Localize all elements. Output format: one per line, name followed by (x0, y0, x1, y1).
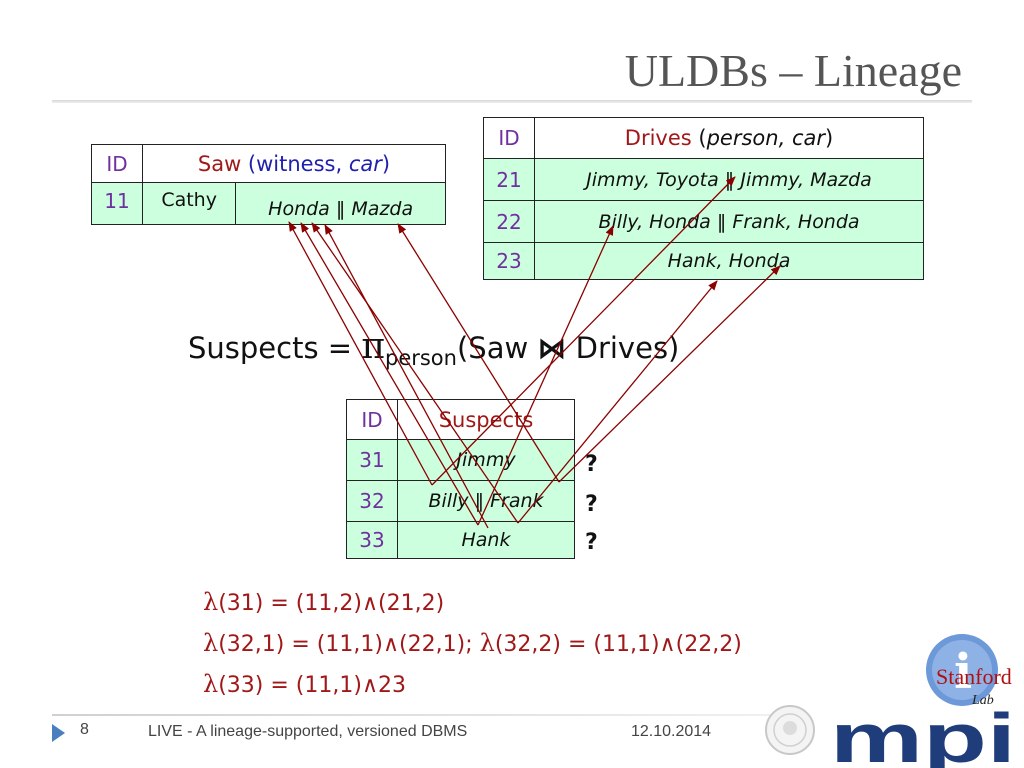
lineage-arrow (558, 265, 781, 483)
saw-row-id: 11 (91, 182, 143, 225)
lineage-line-1: λ(31) = (11,2)∧(21,2) (203, 588, 445, 616)
saw-car-cell: Honda ‖ Mazda (235, 182, 446, 225)
footer-date: 12.10.2014 (631, 723, 712, 740)
drives-attr-person: person, (706, 126, 786, 150)
lambda-symbol: λ (203, 670, 219, 698)
lineage-line-3: λ(33) = (11,1)∧23 (203, 670, 407, 698)
suspects-row-value: Billy ‖ Frank (397, 480, 575, 522)
logo-stanford-text: Stanford (936, 664, 1012, 689)
slide-title: ULDBs – Lineage (624, 45, 962, 96)
suspects-table: ID Suspects 31 Jimmy 32 Billy ‖ Frank 33… (346, 399, 575, 559)
lineage-arrow (324, 224, 489, 529)
drives-row-id: 22 (483, 200, 535, 243)
saw-table: ID Saw (witness, car) 11 Cathy Honda ‖ M… (91, 144, 446, 225)
mpi-logo-text: mpi (830, 708, 1016, 768)
saw-id-header: ID (91, 144, 143, 183)
lineage-arrow (477, 225, 614, 526)
lambda-symbol: λ (203, 588, 219, 616)
drives-id-header: ID (483, 117, 535, 159)
saw-witness-cell: Cathy (141, 182, 237, 225)
question-mark: ? (585, 492, 598, 517)
suspects-formula: Suspects = πperson(Saw ⋈ Drives) (188, 326, 680, 370)
footer-title: LIVE - A lineage-supported, versioned DB… (148, 723, 468, 740)
drives-attr-car: car (791, 126, 826, 150)
saw-header: Saw (witness, car) (142, 144, 446, 183)
question-mark: ? (585, 530, 598, 555)
suspects-header: Suspects (397, 399, 575, 440)
logo-i-letter: i (954, 644, 972, 700)
suspects-row-id: 33 (346, 521, 398, 559)
join-symbol: ⋈ (537, 331, 567, 365)
drives-header: Drives (person, car) (534, 117, 924, 159)
mpi-logo: mpi (830, 708, 1016, 768)
lineage-arrow (431, 176, 736, 486)
saw-relation-name: Saw (197, 151, 242, 176)
stanford-infolab-logo: i Stanford Lab (926, 634, 1012, 708)
drives-row-value: Billy, Honda ‖ Frank, Honda (534, 200, 924, 243)
page-number: 8 (80, 721, 89, 738)
footer-divider (52, 714, 772, 716)
suspects-id-header: ID (346, 399, 398, 440)
minerva-seal-icon (765, 705, 815, 755)
lineage-arrow (517, 280, 718, 524)
suspects-row-id: 32 (346, 480, 398, 522)
title-divider (52, 100, 972, 103)
suspects-row-value: Hank (397, 521, 575, 559)
lineage-arrow (397, 223, 560, 483)
drives-relation-name: Drives (624, 126, 692, 150)
suspects-row-id: 31 (346, 439, 398, 481)
lineage-arrow (311, 222, 519, 524)
lambda-symbol: λ (479, 629, 495, 657)
drives-row-value: Hank, Honda (534, 242, 924, 280)
drives-table: ID Drives (person, car) 21 Jimmy, Toyota… (483, 117, 924, 280)
drives-row-id: 23 (483, 242, 535, 280)
logo-lab-text: Lab (971, 693, 994, 708)
saw-attr-car: car (348, 151, 382, 176)
footer-triangle-icon (52, 724, 65, 742)
lineage-line-2: λ(32,1) = (11,1)∧(22,1); λ(32,2) = (11,1… (203, 629, 742, 657)
question-mark: ? (585, 452, 598, 477)
lineage-arrow (288, 221, 433, 486)
lambda-symbol: λ (203, 629, 219, 657)
saw-attr-witness: witness, (256, 151, 343, 176)
lineage-arrow (300, 222, 479, 526)
